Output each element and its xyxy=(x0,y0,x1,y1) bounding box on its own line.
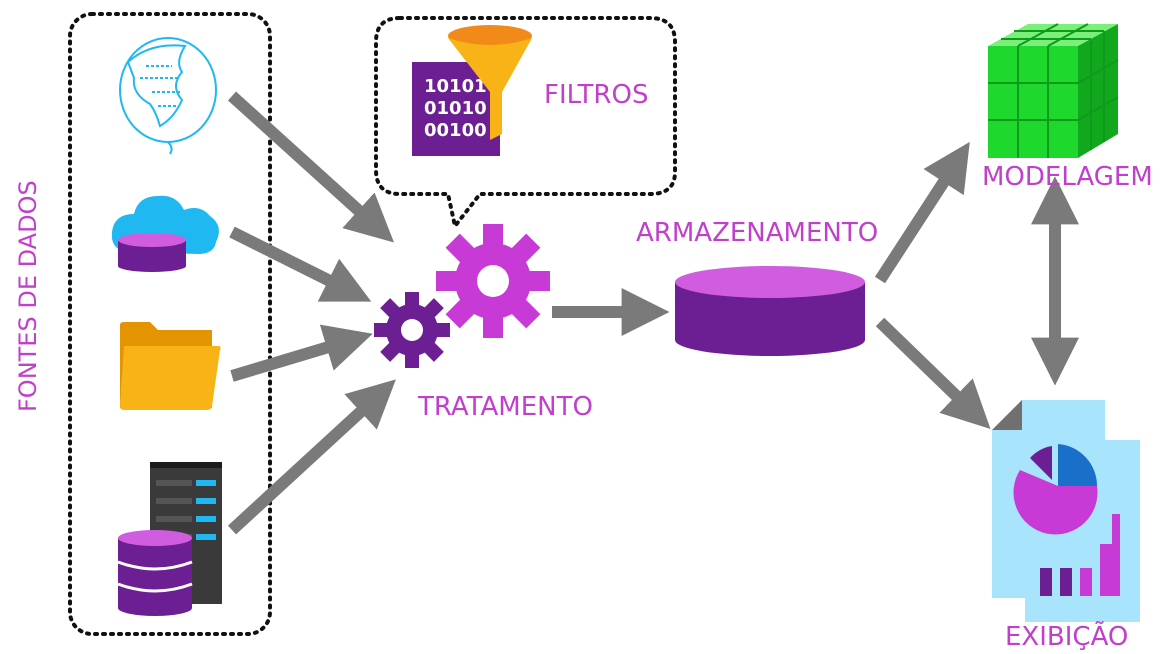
funnel-icon xyxy=(448,25,532,140)
gears-icon xyxy=(374,224,550,368)
globe-icon xyxy=(119,37,217,155)
binary-line-1: 10101 xyxy=(424,76,487,97)
display-label: EXIBIÇÃO xyxy=(1005,622,1129,652)
arrows xyxy=(227,91,991,535)
binary-document-icon: 10101 01010 00100 xyxy=(412,62,500,156)
sources-label: FONTES DE DADOS xyxy=(14,180,42,412)
server-database-icon xyxy=(117,462,222,616)
storage-label: ARMAZENAMENTO xyxy=(636,218,879,248)
arrow-storage-to-modeling xyxy=(874,141,970,284)
database-cylinder-icon xyxy=(675,266,865,356)
binary-line-2: 01010 xyxy=(424,98,487,119)
arrow-folder-to-processing xyxy=(230,324,373,382)
binary-line-3: 00100 xyxy=(424,120,487,141)
filters-label: FILTROS xyxy=(544,80,649,110)
small-gear xyxy=(374,292,450,368)
large-gear xyxy=(436,224,550,338)
filter-bubble xyxy=(374,16,677,228)
arrow-storage-to-display xyxy=(875,317,991,430)
modeling-label: MODELAGEM xyxy=(982,162,1153,192)
arrow-server-to-processing xyxy=(227,379,396,535)
cloud-database-icon xyxy=(111,195,219,272)
arrow-globe-to-processing xyxy=(227,91,395,243)
sources-container xyxy=(68,12,272,636)
folder-icon xyxy=(120,322,221,410)
processing-label: TRATAMENTO xyxy=(418,392,593,422)
cube-icon xyxy=(988,23,1119,158)
arrow-cloud-to-processing xyxy=(229,226,372,302)
report-chart-icon xyxy=(992,400,1140,622)
